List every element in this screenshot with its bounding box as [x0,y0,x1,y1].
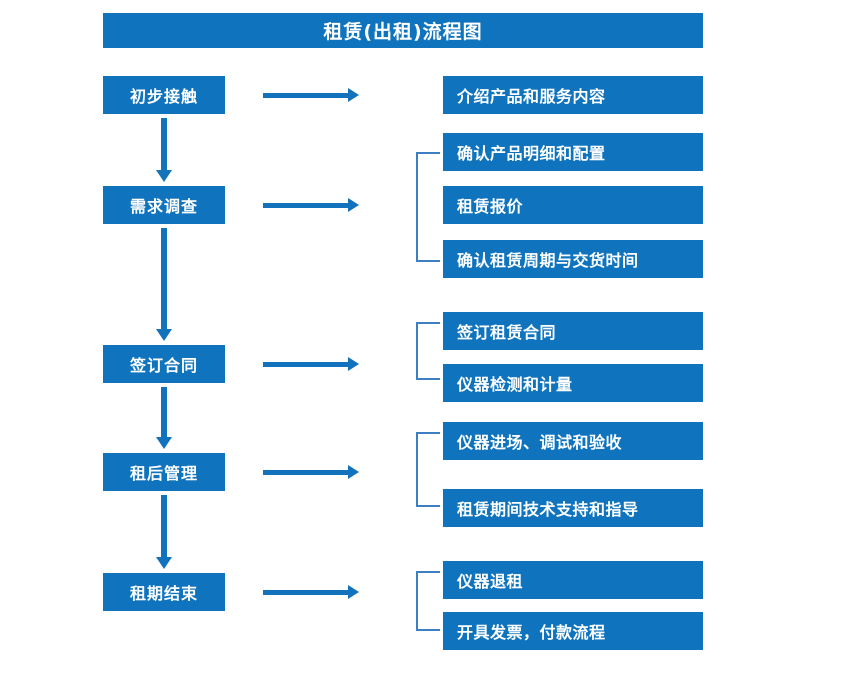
detail-box-1[interactable]: 介绍产品和服务内容 [443,76,703,114]
detail-box-7[interactable]: 仪器进场、调试和验收 [443,422,703,460]
stage-box-3[interactable]: 签订合同 [103,345,225,383]
horizontal-arrow-4 [263,465,359,479]
diagram-title: 租赁(出租)流程图 [103,13,703,48]
vertical-arrow-3 [156,387,172,449]
detail-box-6[interactable]: 仪器检测和计量 [443,364,703,402]
detail-box-2[interactable]: 确认产品明细和配置 [443,133,703,171]
horizontal-arrow-2 [263,198,359,212]
detail-box-3[interactable]: 租赁报价 [443,186,703,224]
group-bracket-1 [416,152,440,262]
stage-box-1[interactable]: 初步接触 [103,76,225,114]
vertical-arrow-4 [156,495,172,569]
stage-box-5[interactable]: 租期结束 [103,573,225,611]
detail-box-10[interactable]: 开具发票，付款流程 [443,612,703,650]
horizontal-arrow-3 [263,357,359,371]
group-bracket-2 [416,322,440,380]
vertical-arrow-1 [156,118,172,182]
horizontal-arrow-1 [263,88,359,102]
stage-box-4[interactable]: 租后管理 [103,453,225,491]
detail-box-8[interactable]: 租赁期间技术支持和指导 [443,489,703,527]
detail-box-5[interactable]: 签订租赁合同 [443,312,703,350]
stage-box-2[interactable]: 需求调查 [103,186,225,224]
group-bracket-4 [416,571,440,631]
detail-box-9[interactable]: 仪器退租 [443,561,703,599]
horizontal-arrow-5 [263,585,359,599]
vertical-arrow-2 [156,228,172,341]
detail-box-4[interactable]: 确认租赁周期与交货时间 [443,240,703,278]
group-bracket-3 [416,432,440,507]
